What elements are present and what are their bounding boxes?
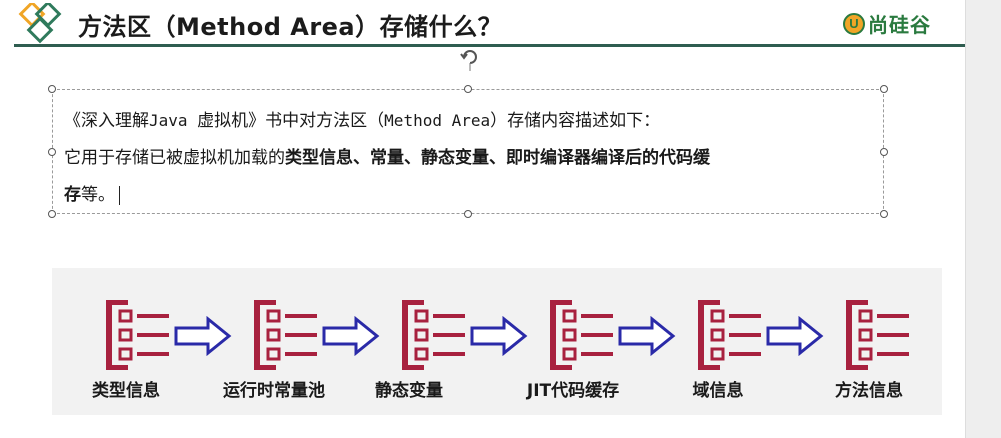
line2-normal: 它用于存储已被虚拟机加载的 (64, 148, 285, 168)
rotate-handle-icon[interactable] (456, 45, 484, 71)
right-arrow-icon (766, 316, 824, 356)
textbox-line-3[interactable]: 存等。 (64, 180, 120, 205)
book-title-prefix: 《深入理解 (64, 111, 149, 131)
diamond-logo-icon (18, 3, 62, 44)
method-area-text: Method Area (384, 111, 491, 130)
right-arrow-icon (470, 316, 528, 356)
node-label: 静态变量 (375, 381, 443, 401)
line3-normal: 等。 (81, 185, 115, 205)
slide-canvas: 方法区（Method Area）存储什么？ U 尚硅谷 《深入理解Java 虚拟… (0, 0, 965, 438)
java-text: Java (149, 111, 198, 130)
right-arrow-icon (618, 316, 676, 356)
resize-handle-top-right[interactable] (880, 85, 888, 93)
storage-diagram: 类型信息 运行时常量池 静态变量 JIT代码缓存 域信息 方法信息 (52, 268, 942, 415)
node-label: 运行时常量池 (223, 381, 325, 401)
textbox-line-2[interactable]: 它用于存储已被虚拟机加载的类型信息、常量、静态变量、即时编译器编译后的代码缓 (64, 143, 710, 168)
line1-middle: 虚拟机》书中对方法区（ (197, 111, 385, 131)
list-icon (846, 300, 909, 370)
right-arrow-icon (322, 316, 380, 356)
node-label: 类型信息 (92, 381, 160, 401)
header-divider (14, 44, 965, 47)
page-title: 方法区（Method Area）存储什么？ (78, 13, 503, 41)
node-label: JIT代码缓存 (526, 381, 620, 401)
slide-header: 方法区（Method Area）存储什么？ U 尚硅谷 (0, 0, 965, 47)
resize-handle-top-center[interactable] (464, 85, 472, 93)
list-icon (550, 300, 613, 370)
brand-name: 尚硅谷 (868, 13, 931, 37)
right-arrow-icon (174, 316, 232, 356)
list-icon (402, 300, 465, 370)
resize-handle-bottom-center[interactable] (464, 210, 472, 218)
right-panel-strip (965, 0, 1001, 438)
line1-suffix: ）存储内容描述如下： (490, 111, 661, 131)
line3-bold: 存 (64, 185, 81, 205)
list-icon (254, 300, 317, 370)
line2-bold: 类型信息、常量、静态变量、即时编译器编译后的代码缓 (285, 148, 710, 168)
resize-handle-top-left[interactable] (48, 85, 56, 93)
resize-handle-bottom-left[interactable] (48, 210, 56, 218)
list-icon (106, 300, 169, 370)
node-label: 域信息 (692, 381, 744, 401)
resize-handle-bottom-right[interactable] (880, 210, 888, 218)
text-caret (119, 186, 120, 205)
brand: U 尚硅谷 (843, 9, 931, 38)
list-icon (698, 300, 761, 370)
textbox-line-1[interactable]: 《深入理解Java 虚拟机》书中对方法区（Method Area）存储内容描述如… (64, 106, 660, 131)
brand-logo-icon: U (843, 12, 865, 35)
resize-handle-middle-right[interactable] (880, 148, 888, 156)
resize-handle-middle-left[interactable] (48, 148, 56, 156)
node-label: 方法信息 (835, 381, 903, 401)
